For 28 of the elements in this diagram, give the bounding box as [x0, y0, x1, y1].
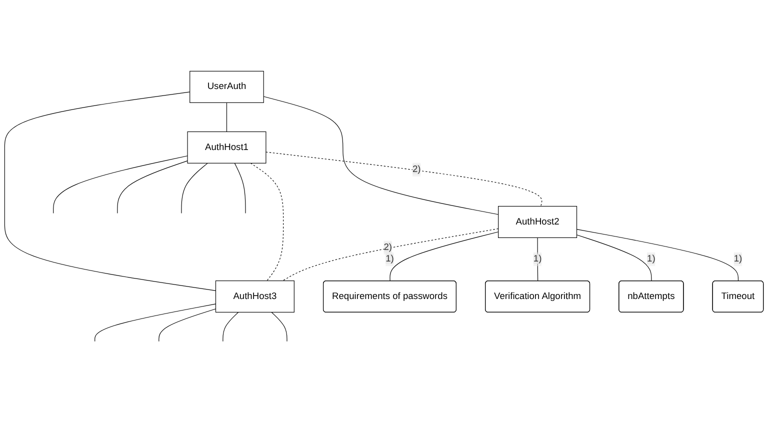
edge-label: 1): [734, 254, 742, 264]
connector: [390, 232, 499, 282]
edge-label: 1): [533, 254, 542, 264]
connector: [94, 304, 216, 342]
connector: [222, 312, 239, 342]
connector: [250, 162, 284, 282]
connector: [234, 162, 246, 214]
connector: [266, 152, 542, 207]
edge-label: 1): [647, 254, 656, 264]
connector: [226, 102, 228, 132]
connector: [117, 160, 188, 214]
connector: [181, 162, 208, 214]
connector: [158, 308, 216, 342]
node-box: AuthHost1: [187, 131, 266, 164]
edge-label: 2): [412, 164, 421, 174]
node-box: AuthHost2: [498, 206, 578, 238]
connector: [263, 96, 499, 215]
edge-label: 1): [386, 254, 394, 264]
connector: [282, 228, 499, 282]
connector: [271, 312, 288, 342]
connector: [4, 92, 216, 291]
connector: [537, 237, 538, 282]
connector: [576, 228, 739, 282]
connector: [53, 156, 188, 214]
edge-label: 2): [384, 242, 392, 252]
connector: [576, 234, 652, 282]
node-box: UserAuth: [190, 70, 264, 103]
node-box: AuthHost3: [215, 280, 294, 313]
